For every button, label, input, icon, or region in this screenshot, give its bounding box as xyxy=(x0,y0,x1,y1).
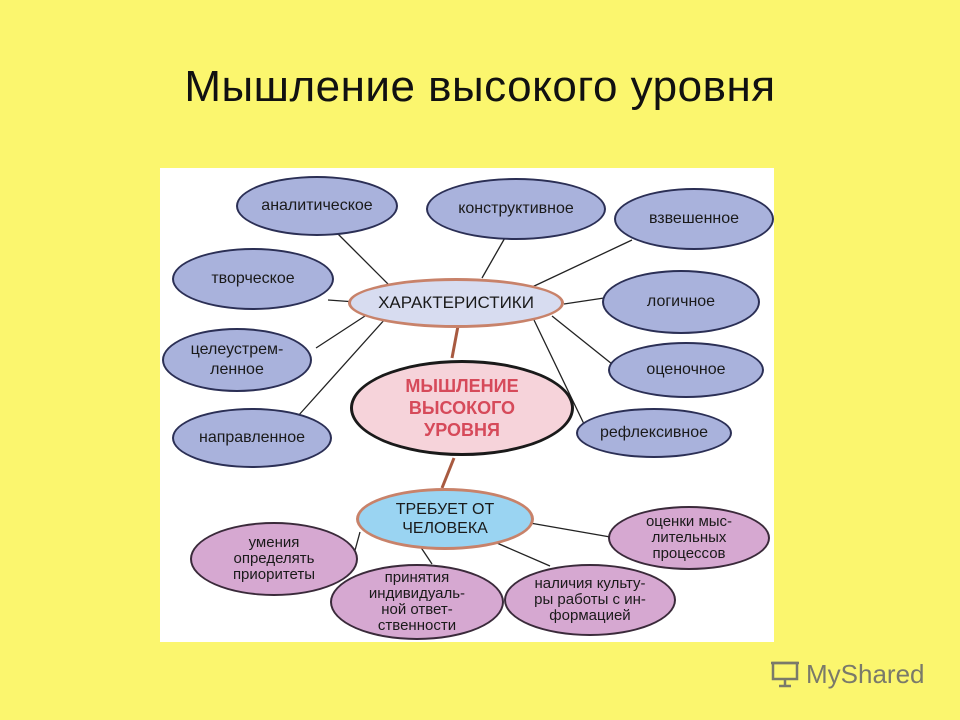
connector-constructive xyxy=(481,235,507,279)
watermark-brand: MyShared xyxy=(806,658,925,689)
presentation-board-icon xyxy=(770,660,800,688)
center-node: МЫШЛЕНИЕ ВЫСОКОГО УРОВНЯ xyxy=(350,360,574,456)
connector-reflexive xyxy=(533,319,585,425)
slide-title: Мышление высокого уровня xyxy=(184,62,776,111)
connector-info-culture xyxy=(489,539,551,567)
connector-analytical xyxy=(337,233,393,289)
connector-directed xyxy=(297,317,387,417)
node-responsibility: принятия индивидуаль- ной ответ- ственно… xyxy=(330,564,504,640)
node-reflexive: рефлексивное xyxy=(576,408,732,458)
connector-weighed xyxy=(529,239,633,289)
mind-map-diagram: аналитическое конструктивное взвешенное … xyxy=(160,168,774,642)
node-directed: направленное xyxy=(172,408,332,468)
node-info-culture: наличия культу- ры работы с ин- формацие… xyxy=(504,564,676,636)
node-weighed: взвешенное xyxy=(614,188,774,250)
node-creative: творческое xyxy=(172,248,334,310)
node-priorities: умения определять приоритеты xyxy=(190,522,358,596)
hub-requirements: ТРЕБУЕТ ОТ ЧЕЛОВЕКА xyxy=(356,488,534,550)
connector-center-top xyxy=(450,325,460,359)
node-analytical: аналитическое xyxy=(236,176,398,236)
node-evaluative: оценочное xyxy=(608,342,764,398)
myshared-watermark: MyShared xyxy=(770,654,940,694)
node-constructive: конструктивное xyxy=(426,178,606,240)
node-purposeful: целеустрем- ленное xyxy=(162,328,312,392)
node-process-evaluation: оценки мыс- лительных процессов xyxy=(608,506,770,570)
node-logical: логичное xyxy=(602,270,760,334)
connector-lines xyxy=(297,233,633,567)
hub-characteristics: ХАРАКТЕРИСТИКИ xyxy=(348,278,564,328)
connector-evaluative xyxy=(551,315,613,365)
connector-center-bottom xyxy=(440,457,456,489)
connector-purposeful xyxy=(315,315,366,349)
connector-evaluation xyxy=(529,522,617,539)
connector-logical xyxy=(563,297,605,305)
